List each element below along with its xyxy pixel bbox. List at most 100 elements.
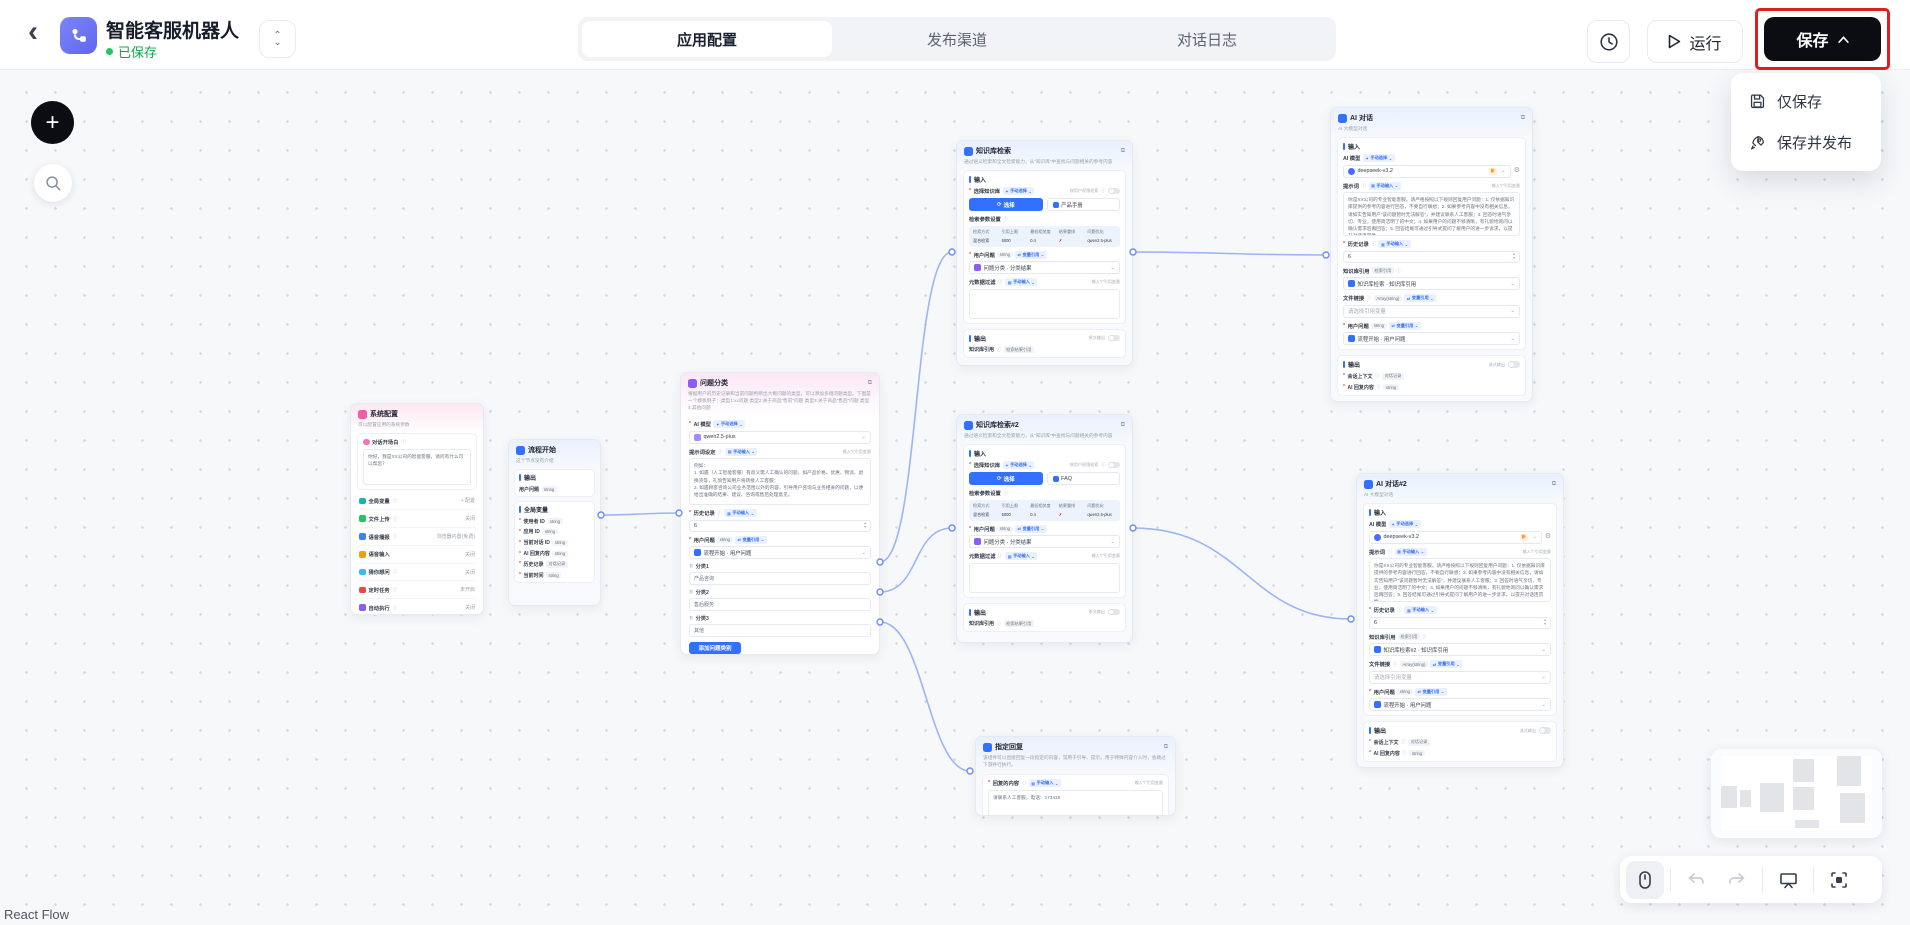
file-select[interactable]: 请选择引用变量⌄ [1343,304,1520,318]
flow-canvas[interactable]: + [0,70,1910,925]
drag-handle-icon[interactable]: ⠿ [689,615,694,622]
run-button[interactable]: 运行 [1647,20,1743,63]
mode-chip[interactable]: ▦ 手动输入 ⌄ [1404,606,1437,615]
permission-toggle[interactable] [1108,187,1120,195]
mode-chip[interactable]: ⇄ 变量引用 ⌄ [1404,294,1437,303]
mode-chip[interactable]: ▦ 手动输入 ⌄ [1028,779,1061,788]
question-select[interactable]: 流程开始 · 用户问题⌄ [689,546,871,560]
mode-chip[interactable]: ✦ 手动选择 ⌄ [713,420,746,429]
notes-board-button[interactable] [1769,861,1807,899]
flow-node-ai-chat[interactable]: AI 对话 ⧉ AI 大模型对话 输入 AI 模型 ✦ 手动选择 ⌄ deeps… [1330,107,1533,402]
history-input[interactable]: 6 ▴▾ [1343,250,1520,263]
mode-chip[interactable]: ▦ 手动输入 ⌄ [1005,278,1038,287]
search-node-button[interactable] [34,164,72,202]
expand-icon[interactable]: ⧉ [1163,743,1168,750]
mode-chip[interactable]: ✦ 手动选择 ⌄ [1388,520,1421,529]
flow-node-question-classify[interactable]: 问题分类 ⧉ 根据用户的历史记录和当前问题判断出大概问题的类型，可以添加多组问题… [680,372,880,655]
add-category-button[interactable]: 添加问题类别 [689,642,741,654]
mode-chip[interactable]: ⇄ 变量引用 ⌄ [1415,687,1447,696]
kb-select-button[interactable]: ⟳ 选择 [969,472,1043,486]
output-toggle[interactable] [1508,361,1520,368]
mode-chip[interactable]: ▦ 手动输入 ⌄ [725,447,758,456]
output-toggle[interactable] [1108,334,1120,342]
model-select[interactable]: qwen2.5-plus⌄ [689,430,871,444]
history-button[interactable] [1587,20,1630,63]
kb-ref-select[interactable]: 知识库检索 · 知识库引用⌄ [1343,277,1520,291]
category-input[interactable]: 其他 [689,624,871,638]
mode-chip[interactable]: ▦ 手动输入 ⌄ [1368,181,1401,190]
history-input[interactable]: 6 ▴▾ [689,519,871,532]
drag-handle-icon[interactable]: ⠿ [689,563,694,570]
mode-chip[interactable]: ⇄ 变量引用 ⌄ [1015,250,1047,259]
mode-chip[interactable]: ▦ 手动输入 ⌄ [1394,547,1427,556]
category-input[interactable]: 售后服务 [689,598,871,612]
expand-icon[interactable]: ⧉ [867,379,872,386]
tab-chat-logs[interactable]: 对话日志 [1176,31,1237,49]
expand-icon[interactable]: ⧉ [1120,421,1125,428]
category-input[interactable]: 产品咨询 [689,572,871,586]
menu-item-save-only[interactable]: 仅保存 [1731,81,1881,122]
expand-icon[interactable]: ⧉ [1120,147,1125,154]
flow-node-kb-retrieval[interactable]: 知识库检索 ⧉ 通过语义检索和全文检索能力，从“知识库”中查找与问题相关的参考内… [956,140,1133,366]
prompt-textarea[interactable]: 例如： 1. 如遇（人工智能客服）有歧义需人工确认的问题，如产品价格、优惠、物流… [689,458,871,506]
mode-chip[interactable]: ⇄ 变量引用 ⌄ [1389,321,1421,330]
fit-view-button[interactable] [1820,861,1858,899]
permission-toggle[interactable] [1108,461,1120,469]
welcome-textarea[interactable]: 你好，我是XX公司的智能客服，请问有什么可以帮您？ [363,448,471,485]
stepper-icon[interactable]: ▴▾ [864,521,866,529]
prompt-textarea[interactable]: 你是XX公司的专业智能客服。请严格按照以下规则回复用户问题：1. 仅依据知识库提… [1369,558,1551,603]
mode-chip[interactable]: ▦ 手动输入 ⌄ [1005,552,1038,561]
expand-icon[interactable]: ⧉ [1520,114,1525,121]
output-toggle[interactable] [1539,727,1551,734]
undo-button[interactable] [1677,861,1715,899]
prompt-textarea[interactable]: 你是XX公司的专业智能客服。请严格按照以下规则回复用户问题：1. 仅依据知识库提… [1343,192,1520,237]
stepper-icon[interactable]: ▴▾ [1513,251,1515,260]
flow-node-kb-retrieval-2[interactable]: 知识库检索#2 ⧉ 通过语义检索和全文检索能力，从“知识库”中查找与问题相关的参… [956,414,1133,643]
gear-icon[interactable]: ⚙ [1513,166,1520,174]
menu-item-save-and-publish[interactable]: 保存并发布 [1731,122,1881,163]
mode-chip[interactable]: ⇄ 变量引用 ⌄ [1015,524,1047,533]
add-node-button[interactable]: + [31,101,74,144]
mode-chip[interactable]: ▦ 手动输入 ⌄ [1378,240,1411,249]
gear-icon[interactable]: ⚙ [1544,532,1551,540]
redo-button[interactable] [1718,861,1756,899]
file-select[interactable]: 请选择引用变量⌄ [1369,670,1551,684]
mode-chip[interactable]: ▦ 手动输入 ⌄ [724,509,757,518]
kb-ref-select[interactable]: 知识库检索#2 · 知识库引用⌄ [1369,643,1551,657]
pointer-mode-button[interactable] [1626,860,1664,899]
model-select[interactable]: deepseek-v3.2 新 ⌄ [1343,164,1511,178]
kb-select-button[interactable]: ⟳ 选择 [969,198,1043,212]
mode-chip[interactable]: ⇄ 变量引用 ⌄ [1430,660,1463,669]
question-select[interactable]: 流程开始 · 用户问题⌄ [1343,332,1520,346]
history-input[interactable]: 6 ▴▾ [1369,616,1551,629]
mode-chip[interactable]: ✦ 手动选择 ⌄ [1002,461,1035,470]
question-select[interactable]: 问题分类 · 分类结果⌄ [969,535,1120,549]
model-select[interactable]: deepseek-v3.2 新 ⌄ [1369,530,1542,544]
meta-textarea[interactable] [969,288,1120,319]
expand-icon[interactable]: ⧉ [1551,480,1556,487]
flow-node-fixed-reply[interactable]: 指定回复 ⧉ 该组件可以直接回复一段指定的内容，常用于引导、提示。用于特殊内容介… [975,736,1176,816]
output-toggle[interactable] [1108,608,1120,616]
save-button[interactable]: 保存 [1764,17,1881,61]
meta-textarea[interactable] [969,562,1120,593]
tab-publish-channels[interactable]: 发布渠道 [926,31,987,49]
mode-chip[interactable]: ⇄ 变量引用 ⌄ [735,535,767,544]
config-row[interactable]: 语音输入关闭 [359,544,475,563]
tab-app-config[interactable]: 应用配置 [582,21,832,57]
stepper-icon[interactable]: ▴▾ [1544,617,1546,626]
question-select[interactable]: 问题分类 · 分类结果⌄ [969,261,1120,275]
app-switcher-button[interactable]: ⌃⌄ [259,20,296,58]
mode-chip[interactable]: ✦ 手动选择 ⌄ [1002,187,1035,196]
drag-handle-icon[interactable]: ⠿ [689,589,694,596]
question-select[interactable]: 流程开始 · 用户问题⌄ [1369,698,1551,712]
kb-chip[interactable]: FAQ [1046,472,1120,486]
reply-textarea[interactable]: 请联系人工客服，电话：173416 [988,789,1163,815]
kb-chip[interactable]: 产品手册 [1046,198,1120,212]
